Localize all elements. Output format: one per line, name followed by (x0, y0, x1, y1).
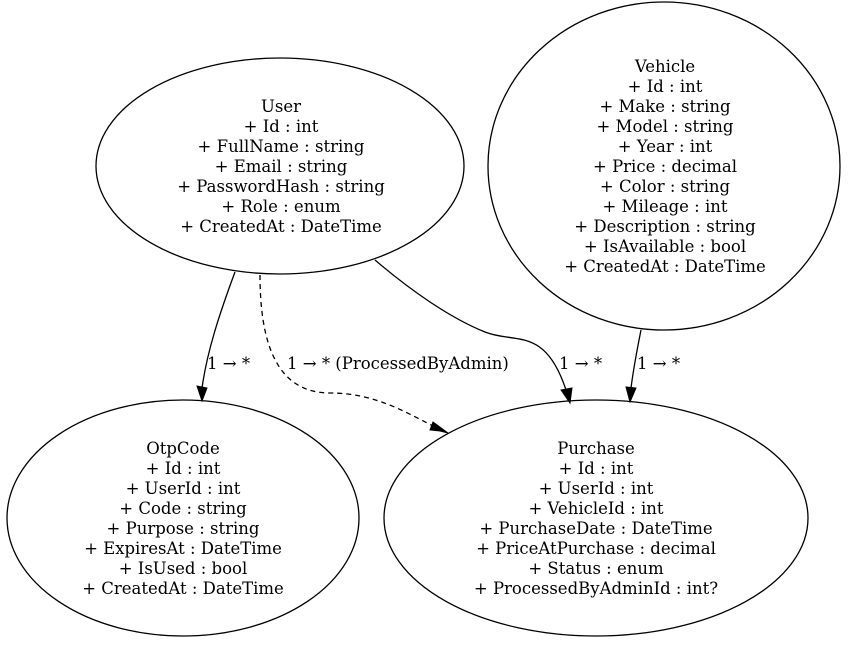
node-otpcode-field: + CreatedAt : DateTime (82, 579, 284, 598)
node-otpcode-field: + Code : string (119, 499, 247, 518)
edge-user-purchase-admin: 1 → * (ProcessedByAdmin) (259, 274, 509, 434)
node-vehicle-ellipse (487, 1, 841, 331)
node-otpcode: OtpCode + Id : int + UserId : int + Code… (6, 399, 360, 637)
node-user-title: User (261, 97, 301, 116)
edge-user-purchase-admin-arrowhead (429, 421, 449, 434)
node-purchase-title: Purchase (557, 439, 635, 458)
node-vehicle-title: Vehicle (634, 57, 695, 76)
node-purchase-field: + VehicleId : int (528, 499, 663, 518)
node-purchase-field: + PriceAtPurchase : decimal (476, 539, 716, 558)
node-otpcode-title: OtpCode (146, 439, 220, 458)
node-otpcode-field: + IsUsed : bool (119, 559, 248, 578)
node-vehicle-field: + Description : string (574, 217, 756, 236)
edge-vehicle-purchase-line (630, 329, 642, 389)
edge-user-purchase-line (374, 259, 567, 391)
node-user-ellipse (95, 57, 465, 275)
node-vehicle-field: + IsAvailable : bool (584, 237, 746, 256)
node-purchase-field: + UserId : int (539, 479, 654, 498)
node-vehicle-field: + Price : decimal (593, 157, 737, 176)
node-user-field: + CreatedAt : DateTime (180, 217, 382, 236)
edge-user-otpcode: 1 → * (196, 271, 250, 403)
node-otpcode-ellipse (6, 399, 360, 637)
node-user-field: + Id : int (244, 117, 319, 136)
edge-vehicle-purchase-label: 1 → * (637, 354, 680, 373)
node-user-field: + FullName : string (198, 137, 365, 156)
node-purchase-field: + PurchaseDate : DateTime (479, 519, 712, 538)
node-otpcode-field: + ExpiresAt : DateTime (84, 539, 282, 558)
edge-vehicle-purchase: 1 → * (625, 329, 680, 404)
edge-user-purchase: 1 → * (374, 259, 602, 405)
node-purchase-field: + Status : enum (528, 559, 664, 578)
edge-vehicle-purchase-arrowhead (625, 386, 637, 404)
edge-user-otpcode-label: 1 → * (207, 354, 250, 373)
node-vehicle-field: + Year : int (618, 137, 713, 156)
node-user-field: + Role : enum (221, 197, 341, 216)
node-user: User + Id : int + FullName : string + Em… (95, 57, 465, 275)
node-otpcode-field: + Purpose : string (107, 519, 260, 538)
edge-user-purchase-arrowhead (560, 387, 573, 405)
node-vehicle-field: + CreatedAt : DateTime (564, 257, 766, 276)
edge-user-otpcode-arrowhead (196, 385, 208, 403)
edge-user-purchase-admin-label: 1 → * (ProcessedByAdmin) (287, 354, 509, 373)
node-purchase-field: + Id : int (559, 459, 634, 478)
node-user-field: + PasswordHash : string (177, 177, 385, 196)
edge-user-purchase-admin-line (259, 274, 438, 429)
node-vehicle-field: + Mileage : int (602, 197, 727, 216)
node-vehicle-field: + Model : string (596, 117, 733, 136)
node-otpcode-field: + UserId : int (126, 479, 241, 498)
node-purchase: Purchase + Id : int + UserId : int + Veh… (383, 399, 809, 637)
node-vehicle-field: + Make : string (599, 97, 731, 116)
node-vehicle-field: + Id : int (628, 77, 703, 96)
node-purchase-field: + ProcessedByAdminId : int? (474, 579, 718, 598)
node-vehicle: Vehicle + Id : int + Make : string + Mod… (487, 1, 841, 331)
edge-user-purchase-label: 1 → * (559, 354, 602, 373)
node-vehicle-field: + Color : string (600, 177, 731, 196)
node-otpcode-field: + Id : int (146, 459, 221, 478)
edge-user-otpcode-line (201, 271, 236, 389)
node-user-field: + Email : string (215, 157, 348, 176)
node-purchase-ellipse (383, 399, 809, 637)
